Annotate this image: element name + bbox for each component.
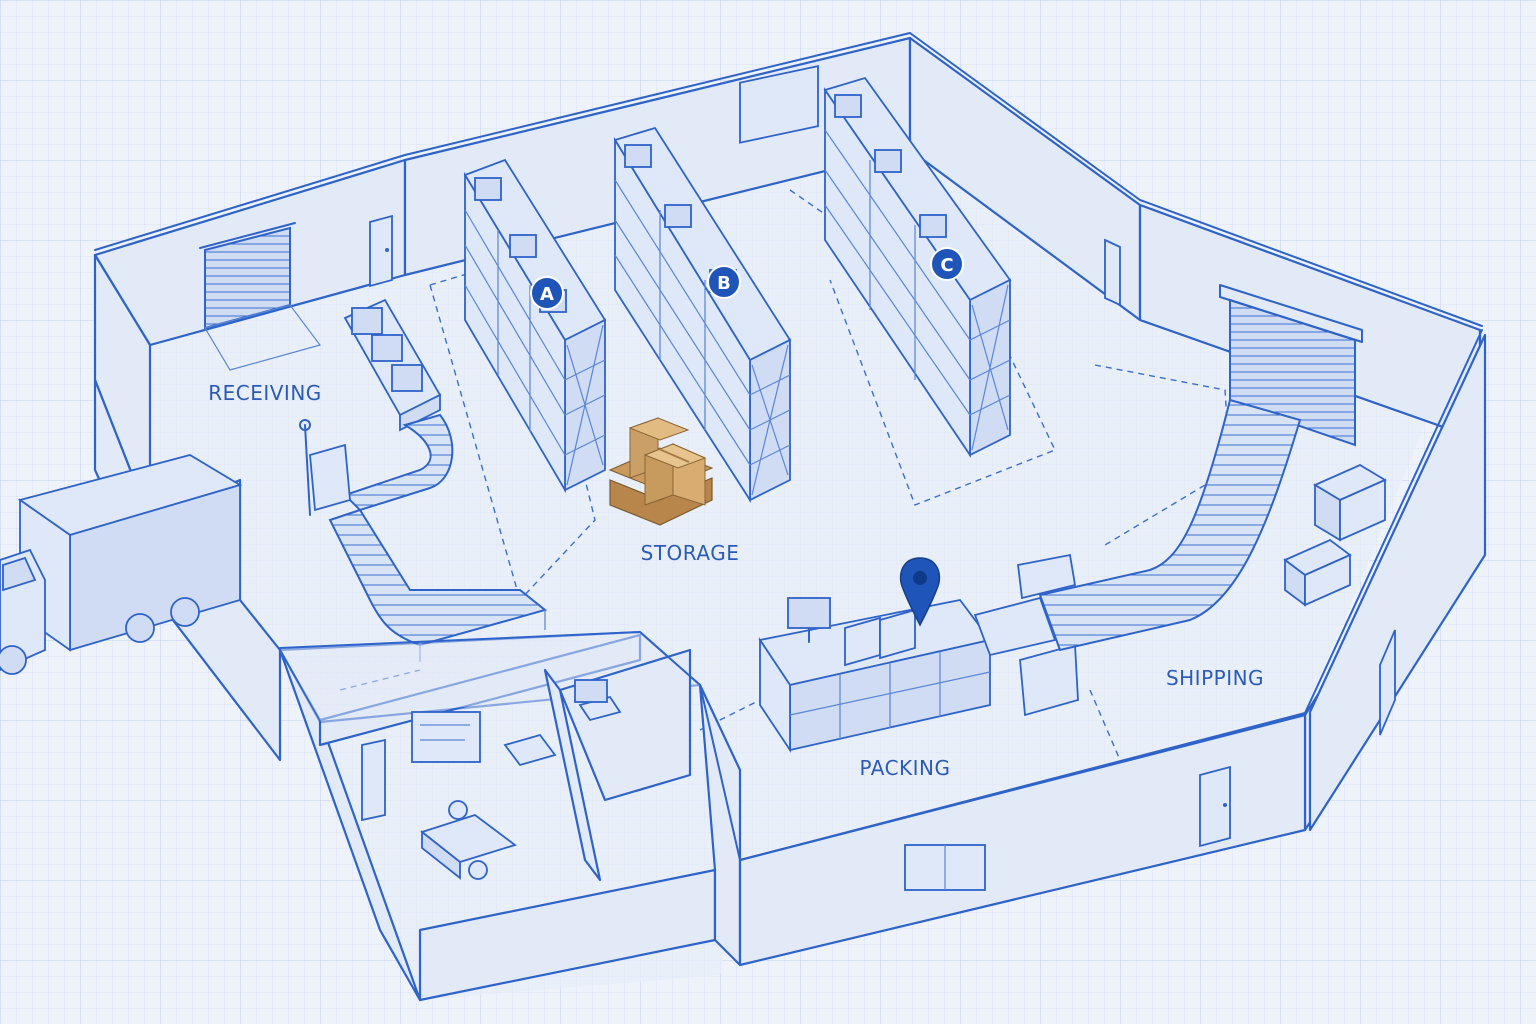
rack-b-badge[interactable]: B	[707, 265, 741, 299]
rack-b	[613, 126, 792, 504]
shipping-pallets	[1283, 463, 1387, 607]
packing-station	[758, 553, 1079, 753]
receiving-conveyor	[299, 298, 548, 662]
pallet-boxes	[608, 417, 714, 526]
rack-c-badge[interactable]: C	[930, 247, 964, 281]
location-marker-icon[interactable]	[899, 557, 941, 627]
receiving-side-door	[369, 214, 393, 288]
packing-zone-label: PACKING	[859, 756, 950, 780]
receiving-roll-door	[199, 222, 322, 371]
storage-zone-label: STORAGE	[641, 541, 740, 565]
shipping-zone-label: SHIPPING	[1166, 666, 1264, 690]
office-furniture	[361, 679, 622, 880]
rack-c	[823, 76, 1012, 458]
front-walls	[278, 329, 1483, 1002]
rack-c-label: C	[940, 255, 953, 276]
back-right-door	[1104, 238, 1121, 307]
rack-a-badge[interactable]: A	[530, 276, 564, 310]
rack-b-label: B	[717, 273, 731, 294]
receiving-zone-label: RECEIVING	[208, 381, 322, 405]
shipping-conveyor	[973, 398, 1302, 657]
rack-a-label: A	[540, 284, 554, 305]
right-wall-door	[1379, 629, 1396, 736]
rack-a	[463, 158, 607, 494]
delivery-truck	[0, 454, 243, 675]
